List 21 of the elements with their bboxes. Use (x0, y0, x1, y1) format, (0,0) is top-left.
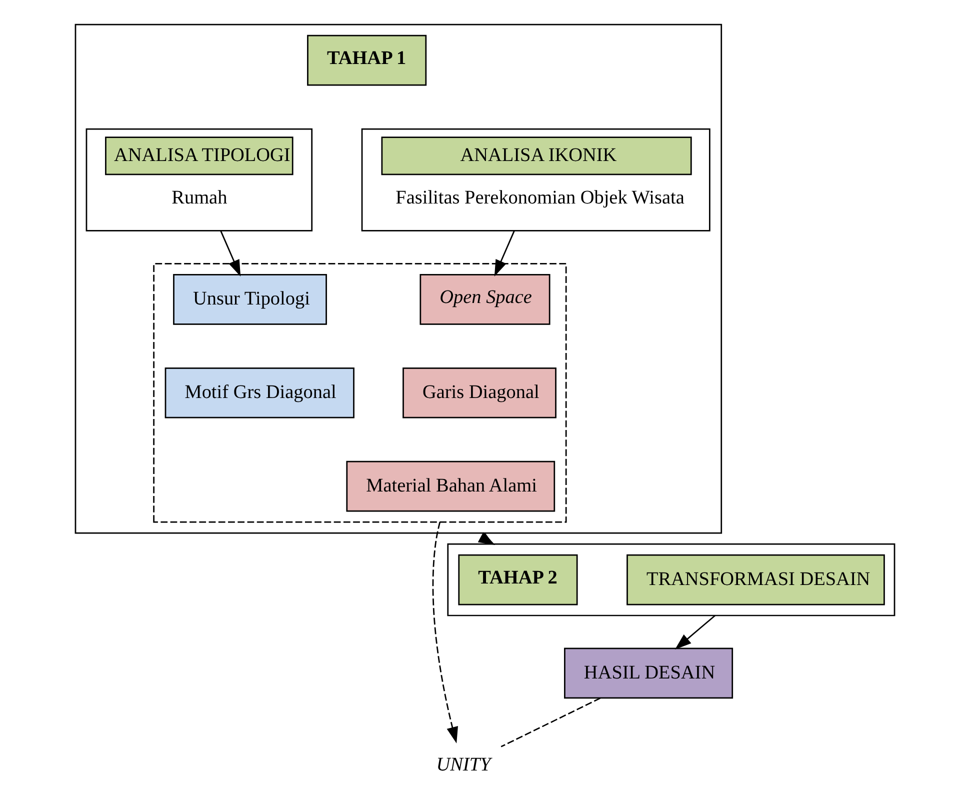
arrow (432, 522, 458, 744)
node-box: ANALISA TIPOLOGI Rumah (85, 128, 312, 232)
node-box: Material Bahan Alami (346, 460, 555, 512)
node-box: HASIL DESAIN (564, 648, 733, 699)
connector (500, 698, 600, 748)
node-box: Garis Diagonal (402, 367, 556, 418)
node-box: TAHAP 1 (306, 34, 426, 86)
arrow (494, 230, 514, 276)
cluster (152, 263, 566, 523)
node-box: Open Space (419, 274, 550, 325)
node-text: UNITY (436, 754, 490, 776)
cluster (74, 24, 722, 534)
node-box: Motif Grs Diagonal (164, 367, 354, 418)
cluster (446, 543, 895, 616)
arrow (220, 230, 240, 276)
node-box: TAHAP 2 (458, 554, 578, 606)
node-box: ANALISA IKONIK Fasilitas Perekonomian Objek Wisata (360, 128, 710, 232)
node-box: TRANSFORMASI DESAIN (626, 554, 884, 606)
arrow (477, 532, 495, 546)
arrow (674, 614, 716, 650)
node-box: Unsur Tipologi (172, 274, 326, 325)
